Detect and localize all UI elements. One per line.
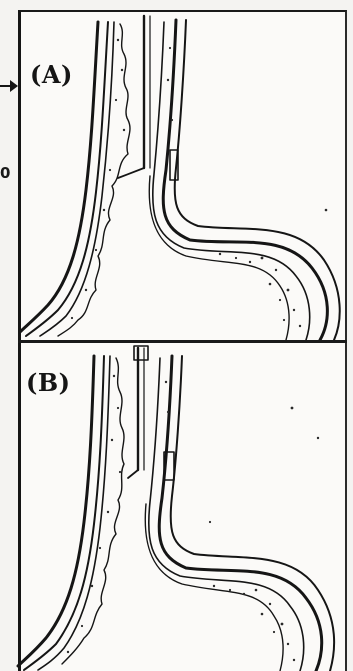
- right-wall-inner: [153, 22, 310, 340]
- right-wall-mid: [175, 20, 340, 340]
- left-wall-outer: [18, 356, 94, 666]
- right-wall-mid: [171, 356, 335, 671]
- catheter-pointer: [128, 470, 138, 478]
- panel-a-drawing: [0, 0, 353, 340]
- panel-b-drawing: [0, 342, 353, 671]
- right-wall-outer: [163, 20, 327, 340]
- left-wall-outer: [20, 22, 98, 332]
- catheter-tip-block: [134, 346, 148, 360]
- stomach-lining: [149, 176, 289, 340]
- catheter-pointer: [118, 168, 144, 178]
- stipple-texture: [67, 375, 319, 661]
- left-wall-inner: [40, 22, 114, 336]
- left-wall-inner: [38, 356, 110, 670]
- right-wall-outer: [159, 356, 321, 671]
- stomach-lining: [145, 504, 283, 671]
- stipple-texture: [71, 39, 327, 327]
- right-wall-inner: [149, 358, 304, 671]
